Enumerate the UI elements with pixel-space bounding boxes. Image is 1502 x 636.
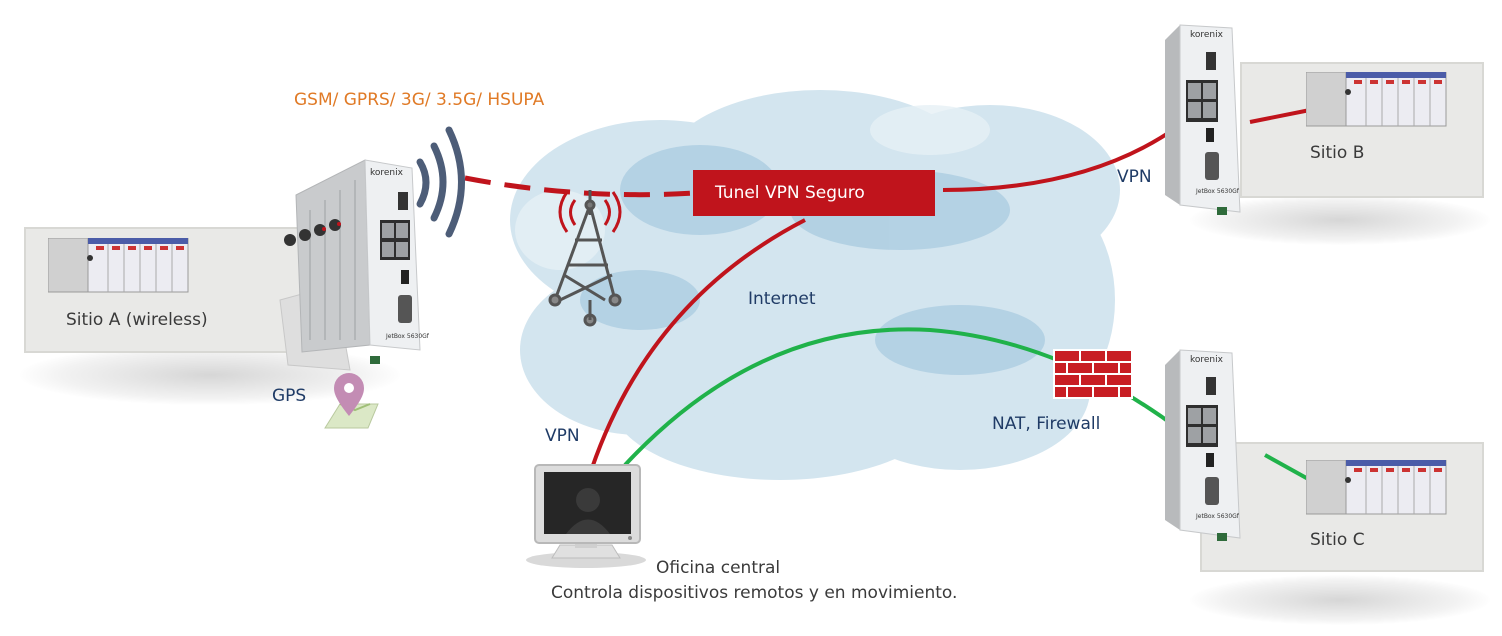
office-description: Controla dispositivos remotos y en movim… [551, 583, 958, 603]
vpn-tunnel-label: Tunel VPN Seguro [715, 183, 865, 203]
site-c-label: Sitio C [1310, 530, 1365, 550]
firewall-icon [1053, 349, 1133, 399]
vpn-link-office [590, 218, 806, 469]
lan-link-site-c-plc [1264, 453, 1311, 482]
wireless-waves-icon [416, 126, 465, 238]
vpn-link-site-b-plc [1249, 108, 1311, 124]
jetbox-device-site-b [1165, 24, 1241, 215]
jetbox-device-site-a [279, 159, 421, 371]
device-b-model: JetBox 5630Gf [1196, 188, 1239, 195]
office-title: Oficina central [656, 558, 781, 578]
gps-label: GPS [272, 386, 307, 406]
device-c-brand: korenix [1190, 355, 1223, 365]
device-a-model: JetBox 5630Gf [386, 333, 429, 340]
vpn-link-site-b [942, 123, 1182, 192]
site-a-label: Sitio A (wireless) [66, 310, 208, 330]
plc-site-c-icon [1306, 460, 1447, 515]
device-c-model: JetBox 5630Gf [1196, 513, 1239, 520]
wireless-vpn-link [464, 175, 696, 198]
plc-site-b-icon [1306, 72, 1447, 127]
nat-firewall-label: NAT, Firewall [992, 414, 1101, 434]
cell-tower-icon [548, 190, 622, 327]
monitor-icon [526, 464, 646, 568]
internet-label: Internet [748, 289, 816, 309]
plc-site-a-icon [48, 238, 189, 293]
vpn-label-office: VPN [545, 426, 580, 446]
gps-pin-icon [324, 373, 379, 429]
site-b-label: Sitio B [1310, 143, 1365, 163]
vpn-tunnel-box: Tunel VPN Seguro [693, 170, 935, 216]
device-a-brand: korenix [370, 168, 403, 178]
vpn-label-site-b: VPN [1117, 167, 1152, 187]
site-c-shadow [1190, 575, 1490, 625]
protocols-label: GSM/ GPRS/ 3G/ 3.5G/ HSUPA [294, 90, 545, 110]
device-b-brand: korenix [1190, 30, 1223, 40]
jetbox-device-site-c [1165, 349, 1241, 541]
